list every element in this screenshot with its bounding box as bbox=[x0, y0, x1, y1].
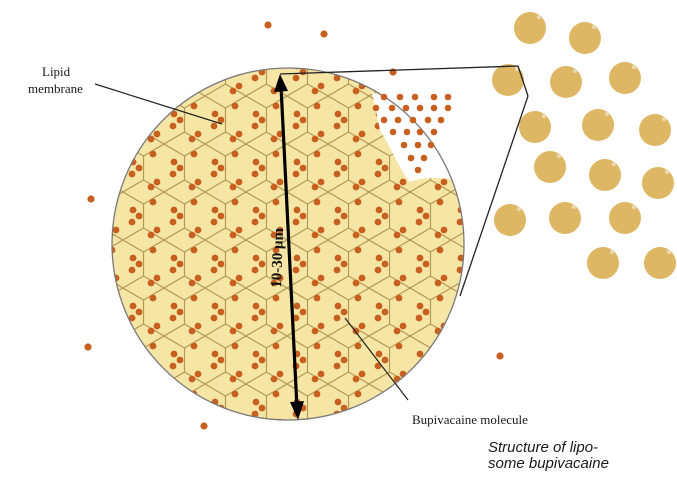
molecule-leader bbox=[344, 317, 409, 401]
released-molecule bbox=[430, 104, 438, 112]
vesicle bbox=[582, 109, 614, 141]
released-molecule bbox=[424, 116, 432, 124]
vesicle bbox=[642, 167, 674, 199]
membrane-label-line2: membrane bbox=[28, 81, 83, 96]
released-molecule bbox=[420, 154, 428, 162]
released-molecule bbox=[396, 93, 404, 101]
free-molecule bbox=[320, 30, 328, 38]
released-molecules bbox=[372, 93, 452, 174]
zoom-lines bbox=[279, 65, 529, 297]
vesicle bbox=[587, 247, 619, 279]
vesicle bbox=[569, 22, 601, 54]
released-molecule bbox=[388, 104, 396, 112]
vesicle-highlight bbox=[536, 14, 542, 20]
free-molecule bbox=[264, 21, 272, 29]
vesicle-highlight bbox=[631, 204, 637, 210]
released-molecule bbox=[416, 128, 424, 136]
vesicle-highlight bbox=[571, 204, 577, 210]
diameter-arrow bbox=[274, 74, 304, 420]
released-molecule bbox=[427, 141, 435, 149]
vesicle-highlight bbox=[516, 206, 522, 212]
molecule-label: Bupivacaine molecule bbox=[412, 412, 528, 427]
released-molecule bbox=[430, 93, 438, 101]
vesicle-highlight bbox=[556, 153, 562, 159]
vesicle-highlight bbox=[666, 249, 672, 255]
vesicle-highlight bbox=[661, 116, 667, 122]
vesicle-highlight bbox=[572, 68, 578, 74]
released-molecule bbox=[400, 141, 408, 149]
vesicle-highlight bbox=[631, 64, 637, 70]
released-molecule bbox=[394, 116, 402, 124]
vesicle-highlight bbox=[611, 161, 617, 167]
released-molecule bbox=[411, 93, 419, 101]
released-molecule bbox=[414, 166, 422, 174]
released-molecule bbox=[430, 128, 438, 136]
caption-line-1: Structure of lipo- bbox=[488, 439, 599, 456]
vesicle bbox=[639, 114, 671, 146]
released-molecule bbox=[437, 116, 445, 124]
vesicle-highlight bbox=[609, 249, 615, 255]
released-molecule bbox=[416, 104, 424, 112]
released-molecule bbox=[403, 128, 411, 136]
diameter-label: 10-30 μm bbox=[269, 227, 287, 288]
vesicle bbox=[549, 202, 581, 234]
vesicle bbox=[589, 159, 621, 191]
vesicle bbox=[492, 64, 524, 96]
vesicle bbox=[514, 12, 546, 44]
figure-caption: Structure of lipo- some bupivacaine bbox=[488, 440, 677, 472]
membrane-label-line1: Lipid bbox=[42, 64, 71, 79]
released-molecule bbox=[409, 116, 417, 124]
free-molecule bbox=[87, 195, 95, 203]
membrane-leader bbox=[94, 83, 223, 125]
vesicle bbox=[644, 247, 676, 279]
vesicle-highlight bbox=[591, 24, 597, 30]
released-molecule bbox=[380, 116, 388, 124]
free-bupivacaine-molecules bbox=[84, 21, 504, 430]
vesicle bbox=[550, 66, 582, 98]
free-molecule bbox=[496, 352, 504, 360]
released-molecule bbox=[444, 104, 452, 112]
free-molecule bbox=[200, 422, 208, 430]
vesicle bbox=[534, 151, 566, 183]
vesicle bbox=[494, 204, 526, 236]
released-molecule bbox=[414, 141, 422, 149]
released-molecule bbox=[380, 93, 388, 101]
vesicle-highlight bbox=[664, 169, 670, 175]
free-molecule bbox=[84, 343, 92, 351]
vesicle-highlight bbox=[541, 113, 547, 119]
vesicle-highlight bbox=[604, 111, 610, 117]
released-molecule bbox=[402, 104, 410, 112]
caption-line-2: some bupivacaine bbox=[488, 455, 609, 472]
released-molecule bbox=[389, 128, 397, 136]
vesicle bbox=[519, 111, 551, 143]
released-molecule bbox=[444, 93, 452, 101]
vesicle bbox=[609, 202, 641, 234]
released-molecule bbox=[407, 154, 415, 162]
small-liposome-vesicles bbox=[492, 12, 676, 279]
vesicle bbox=[609, 62, 641, 94]
released-molecule bbox=[372, 104, 380, 112]
